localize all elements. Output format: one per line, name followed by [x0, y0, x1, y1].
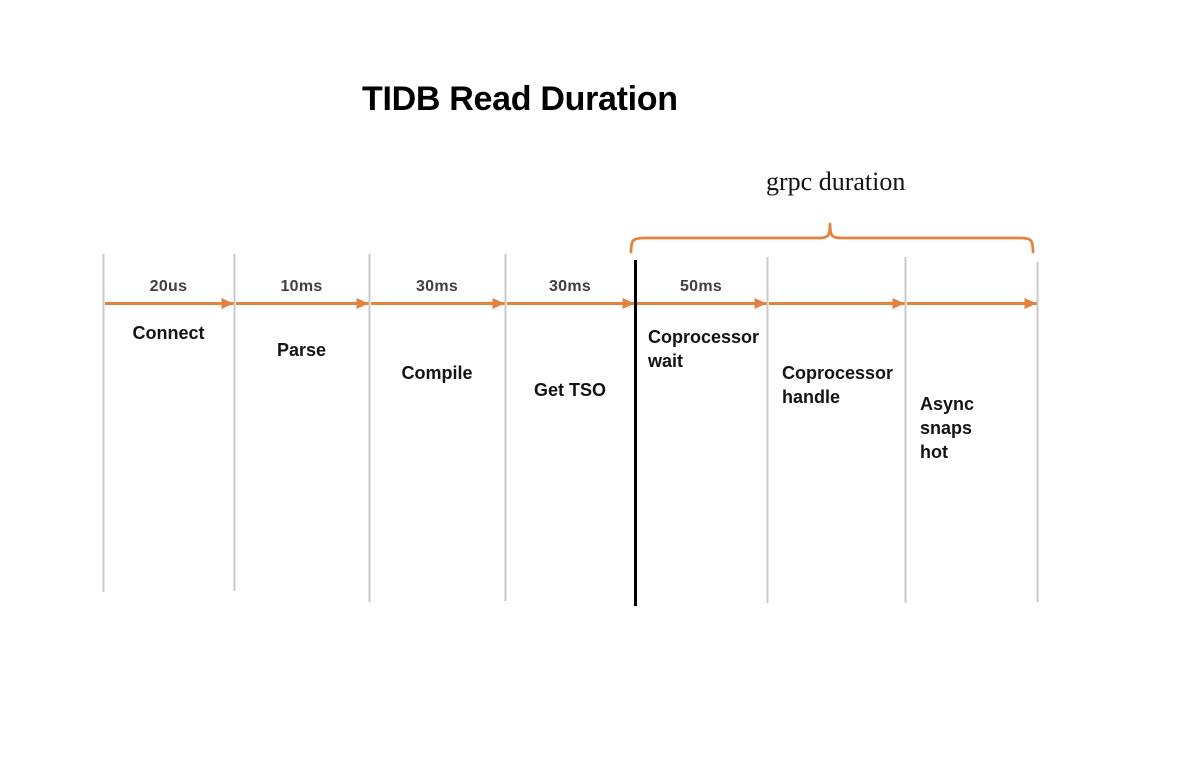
phase-label-parse: Parse	[276, 340, 327, 360]
phase-duration-parse: 10ms	[280, 278, 323, 295]
phase-duration-compile: 30ms	[415, 278, 459, 295]
phase-duration-connect: 20us	[149, 278, 188, 295]
phase-label-connect: Connect	[132, 323, 205, 343]
grpc-duration-brace-icon	[629, 222, 1035, 254]
page-title: TIDB Read Duration	[362, 80, 678, 118]
phase-label-async-snapshot: Async snaps hot	[920, 394, 975, 462]
phase-label-get-tso: Get TSO	[533, 380, 606, 400]
phase-label-coprocessor-wait: Coprocessor wait	[648, 327, 760, 371]
grpc-duration-label: grpc duration	[766, 167, 906, 196]
phase-duration-get-tso: 30ms	[548, 278, 592, 295]
phase-label-compile: Compile	[401, 363, 473, 383]
phase-duration-coprocessor-wait: 50ms	[679, 278, 723, 295]
phase-label-coprocessor-handle: Coprocessor handle	[782, 363, 894, 407]
